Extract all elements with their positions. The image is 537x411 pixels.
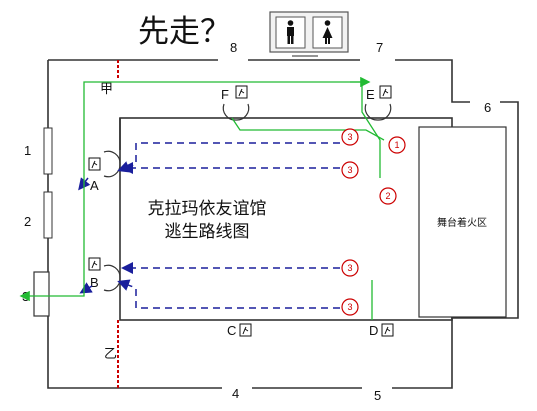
exit-sign-icon [239,323,252,337]
route-blue-bottom-2 [117,279,340,309]
barrier-label-top: 甲 [100,81,113,96]
door-swing-a [103,150,121,178]
exit-sign-icon [88,257,101,271]
barrier-label-bottom: 乙 [104,346,117,361]
door-label-b: B [90,275,99,290]
exit-number-2: 2 [24,214,31,229]
route-number: 3 [347,132,352,142]
exit-2-opening [43,191,53,239]
door-label-f: F [221,87,229,102]
exit-sign-icon [88,157,101,171]
door-swing-e [364,103,392,121]
stage-area [418,126,507,318]
route-number: 3 [347,263,352,273]
venue-name: 克拉玛依友谊馆 [148,199,267,219]
route-number: 3 [347,302,352,312]
exit-1-opening [43,127,53,175]
exit-sign-icon [379,85,392,99]
door-label-d: D [369,323,378,338]
map-subtitle: 逃生路线图 [165,222,250,242]
route-circle-2 [379,187,397,205]
exit-3-box [33,271,50,317]
route-number: 2 [385,191,390,201]
route-green-inner [231,117,385,141]
route-number: 3 [347,165,352,175]
door-swing-b [103,264,121,292]
exit-sign-icon [381,323,394,337]
exit-number-4: 4 [232,386,239,401]
route-circle-3 [341,259,359,277]
door-label-c: C [227,323,236,338]
exit-number-8: 8 [230,40,237,55]
exit-number-1: 1 [24,143,31,158]
route-circle-1 [388,136,406,154]
route-number: 1 [394,140,399,150]
outer-wall [47,59,519,389]
exit-number-5: 5 [374,388,381,403]
route-circle-3 [341,161,359,179]
route-circle-3 [341,128,359,146]
exit-number-7: 7 [376,40,383,55]
stage-label: 舞台着火区 [437,216,487,229]
diagram-title: 先走？ [138,14,231,50]
door-label-a: A [90,178,99,193]
route-green-outer [19,81,381,302]
door-label-e: E [366,87,375,102]
exit-number-6: 6 [484,100,491,115]
route-blue-top-1 [117,142,340,173]
exit-sign-icon [235,85,248,99]
route-circle-3 [341,298,359,316]
